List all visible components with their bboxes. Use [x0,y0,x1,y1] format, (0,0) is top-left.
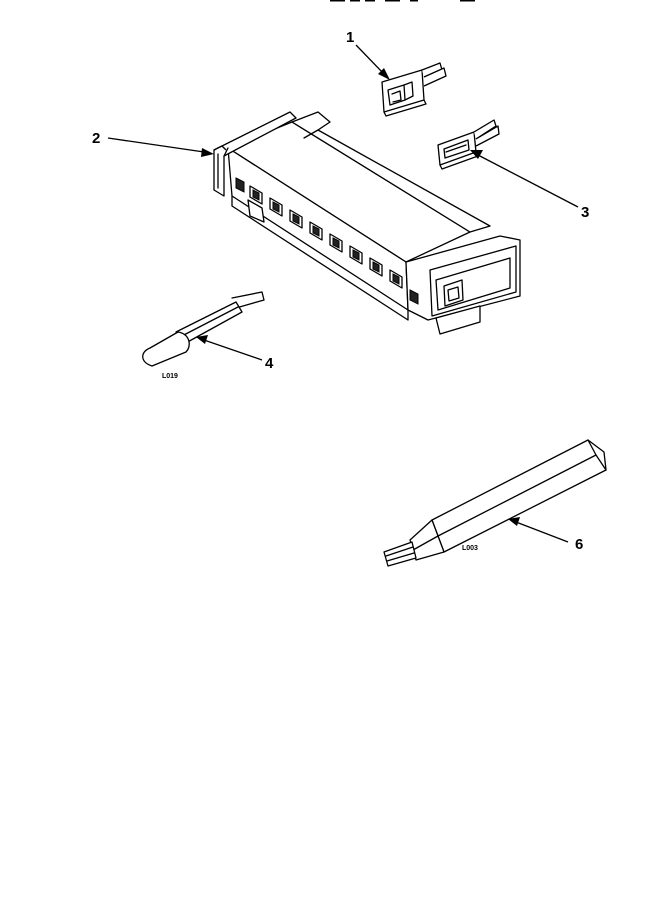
leader-2 [107,137,214,157]
part-code-small-probe: L019 [162,373,178,380]
terminal-slots [235,177,419,305]
callout-6: 6 [575,536,583,553]
part-3-connector [437,119,500,170]
callout-1: 1 [346,29,354,46]
part-1-terminal-clip [381,62,447,117]
callout-4: 4 [265,355,274,372]
leader-4 [196,335,263,361]
part-code-large-probe: L003 [462,545,478,552]
part-6-large-probe: L003 [383,439,607,567]
part-2-terminal-block [213,111,521,335]
leader-3 [470,150,579,208]
callout-3: 3 [581,204,589,221]
part-4-small-probe: L019 [142,291,265,380]
callout-2: 2 [92,130,100,147]
leader-1 [355,44,390,80]
leader-6 [508,517,569,543]
